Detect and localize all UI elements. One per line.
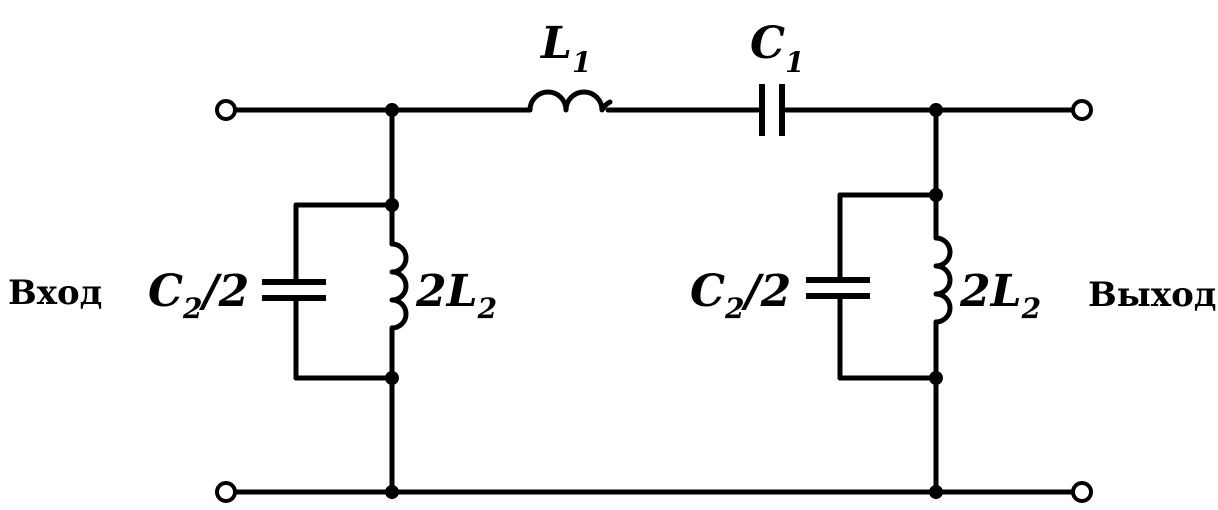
junction-node xyxy=(385,198,399,212)
junction-node xyxy=(929,485,943,499)
series-capacitor-label: C1 xyxy=(750,18,805,79)
junction-node xyxy=(385,371,399,385)
input-terminal-top xyxy=(215,99,237,121)
output-port-label: Выход xyxy=(1088,275,1216,315)
right-shunt-capacitor-label: C2/2 xyxy=(690,266,791,325)
junction-node xyxy=(385,485,399,499)
series-inductor-coil xyxy=(527,89,613,113)
input-port-label: Вход xyxy=(8,273,102,313)
junction-node xyxy=(929,188,943,202)
input-terminal-bottom xyxy=(215,481,237,503)
output-terminal-top xyxy=(1071,99,1093,121)
left-shunt-capacitor-label: C2/2 xyxy=(148,266,249,325)
junction-node xyxy=(929,103,943,117)
left-inductor-coil xyxy=(389,241,409,331)
junction-node xyxy=(385,103,399,117)
left-shunt-inductor-label: 2L2 xyxy=(415,266,497,325)
output-terminal-bottom xyxy=(1071,481,1093,503)
right-inductor-coil xyxy=(933,235,953,325)
right-shunt-inductor-label: 2L2 xyxy=(959,266,1041,325)
junction-node xyxy=(929,371,943,385)
series-inductor-label: L1 xyxy=(539,18,591,79)
